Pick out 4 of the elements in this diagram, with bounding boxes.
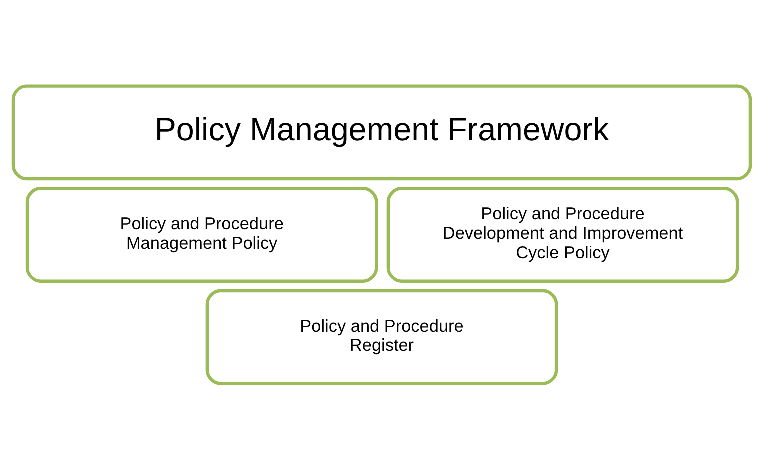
node-box: Policy Management Framework [11, 84, 752, 180]
node-box: Policy and Procedure Management Policy [25, 186, 378, 282]
node-box: Policy and Procedure Register [205, 288, 558, 385]
node-box: Policy and Procedure Development and Improvement Cycle Policy [386, 186, 739, 282]
